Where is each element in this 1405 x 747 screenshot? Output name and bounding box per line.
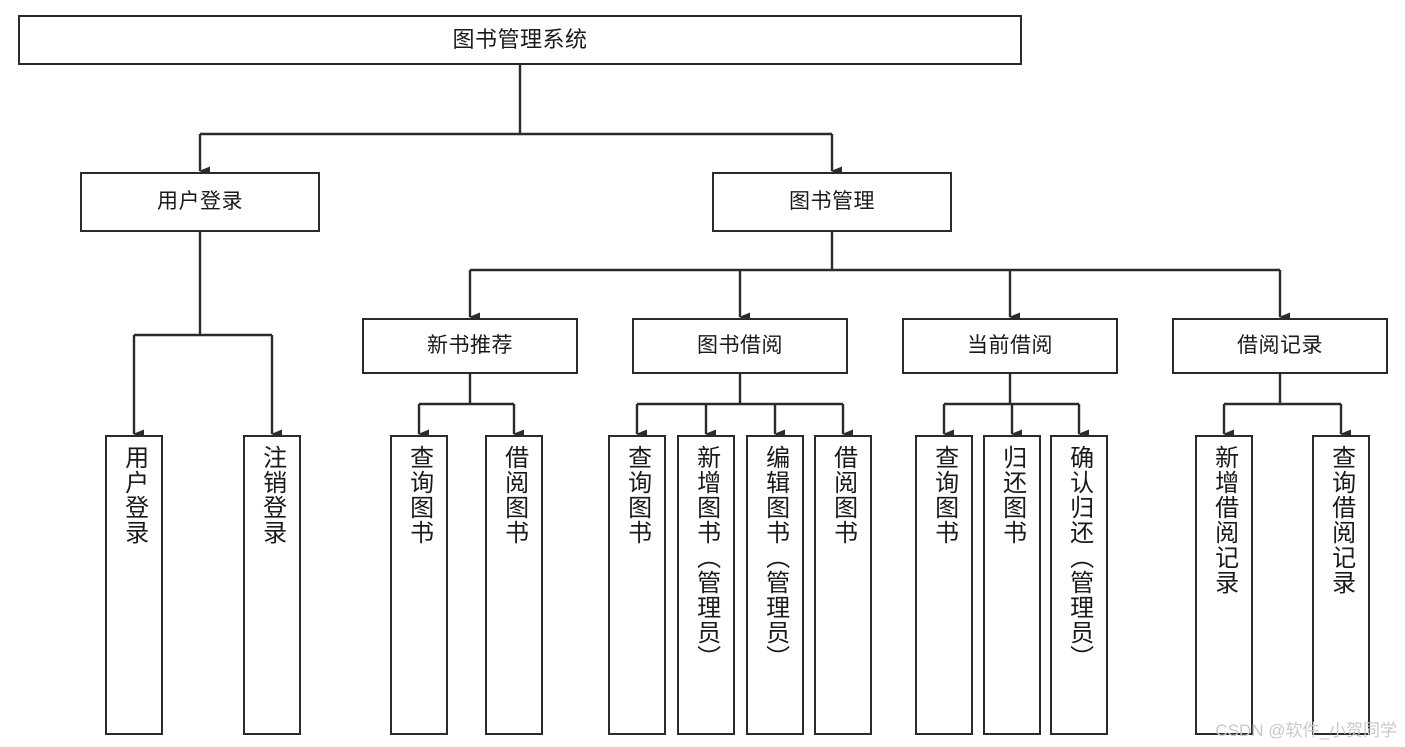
node-label: 借阅图书 (500, 445, 528, 545)
node-label: 新增图书（管理员） (692, 445, 720, 670)
node-label: 图书借阅 (697, 334, 783, 358)
node-label: 用户登录 (157, 190, 243, 214)
node-user-login[interactable]: 用户登录 (80, 172, 320, 232)
node-leaf-edit-book[interactable]: 编辑图书（管理员） (746, 435, 804, 735)
node-leaf-borrow-book-1[interactable]: 借阅图书 (485, 435, 543, 735)
node-label: 新书推荐 (427, 334, 513, 358)
node-label: 图书管理 (789, 190, 875, 214)
node-label: 编辑图书（管理员） (761, 445, 789, 670)
node-label: 查询借阅记录 (1327, 445, 1355, 595)
node-leaf-confirm-return[interactable]: 确认归还（管理员） (1050, 435, 1108, 735)
node-label: 归还图书 (998, 445, 1026, 545)
node-label: 查询图书 (930, 445, 958, 545)
node-leaf-return-book[interactable]: 归还图书 (983, 435, 1041, 735)
node-label: 图书管理系统 (452, 26, 588, 52)
node-leaf-borrow-book-2[interactable]: 借阅图书 (814, 435, 872, 735)
node-label: 查询图书 (405, 445, 433, 545)
node-leaf-query-book-1[interactable]: 查询图书 (390, 435, 448, 735)
node-book-manage[interactable]: 图书管理 (712, 172, 952, 232)
node-leaf-add-book[interactable]: 新增图书（管理员） (677, 435, 735, 735)
node-label: 借阅记录 (1237, 334, 1323, 358)
node-leaf-user-login[interactable]: 用户登录 (105, 435, 163, 735)
node-label: 注销登录 (258, 445, 286, 545)
node-leaf-logout[interactable]: 注销登录 (243, 435, 301, 735)
node-leaf-add-record[interactable]: 新增借阅记录 (1195, 435, 1253, 735)
node-book-borrow[interactable]: 图书借阅 (632, 318, 848, 374)
node-label: 确认归还（管理员） (1065, 445, 1093, 670)
node-label: 当前借阅 (967, 334, 1053, 358)
node-new-book-rec[interactable]: 新书推荐 (362, 318, 578, 374)
node-label: 新增借阅记录 (1210, 445, 1238, 595)
node-leaf-query-book-3[interactable]: 查询图书 (915, 435, 973, 735)
node-leaf-query-record[interactable]: 查询借阅记录 (1312, 435, 1370, 735)
csdn-watermark: CSDN @软件_小贺同学 (1215, 721, 1397, 740)
node-label: 用户登录 (120, 445, 148, 545)
node-root[interactable]: 图书管理系统 (18, 15, 1022, 65)
node-label: 借阅图书 (829, 445, 857, 545)
node-leaf-query-book-2[interactable]: 查询图书 (608, 435, 666, 735)
node-label: 查询图书 (623, 445, 651, 545)
node-current-borrow[interactable]: 当前借阅 (902, 318, 1118, 374)
node-borrow-record[interactable]: 借阅记录 (1172, 318, 1388, 374)
